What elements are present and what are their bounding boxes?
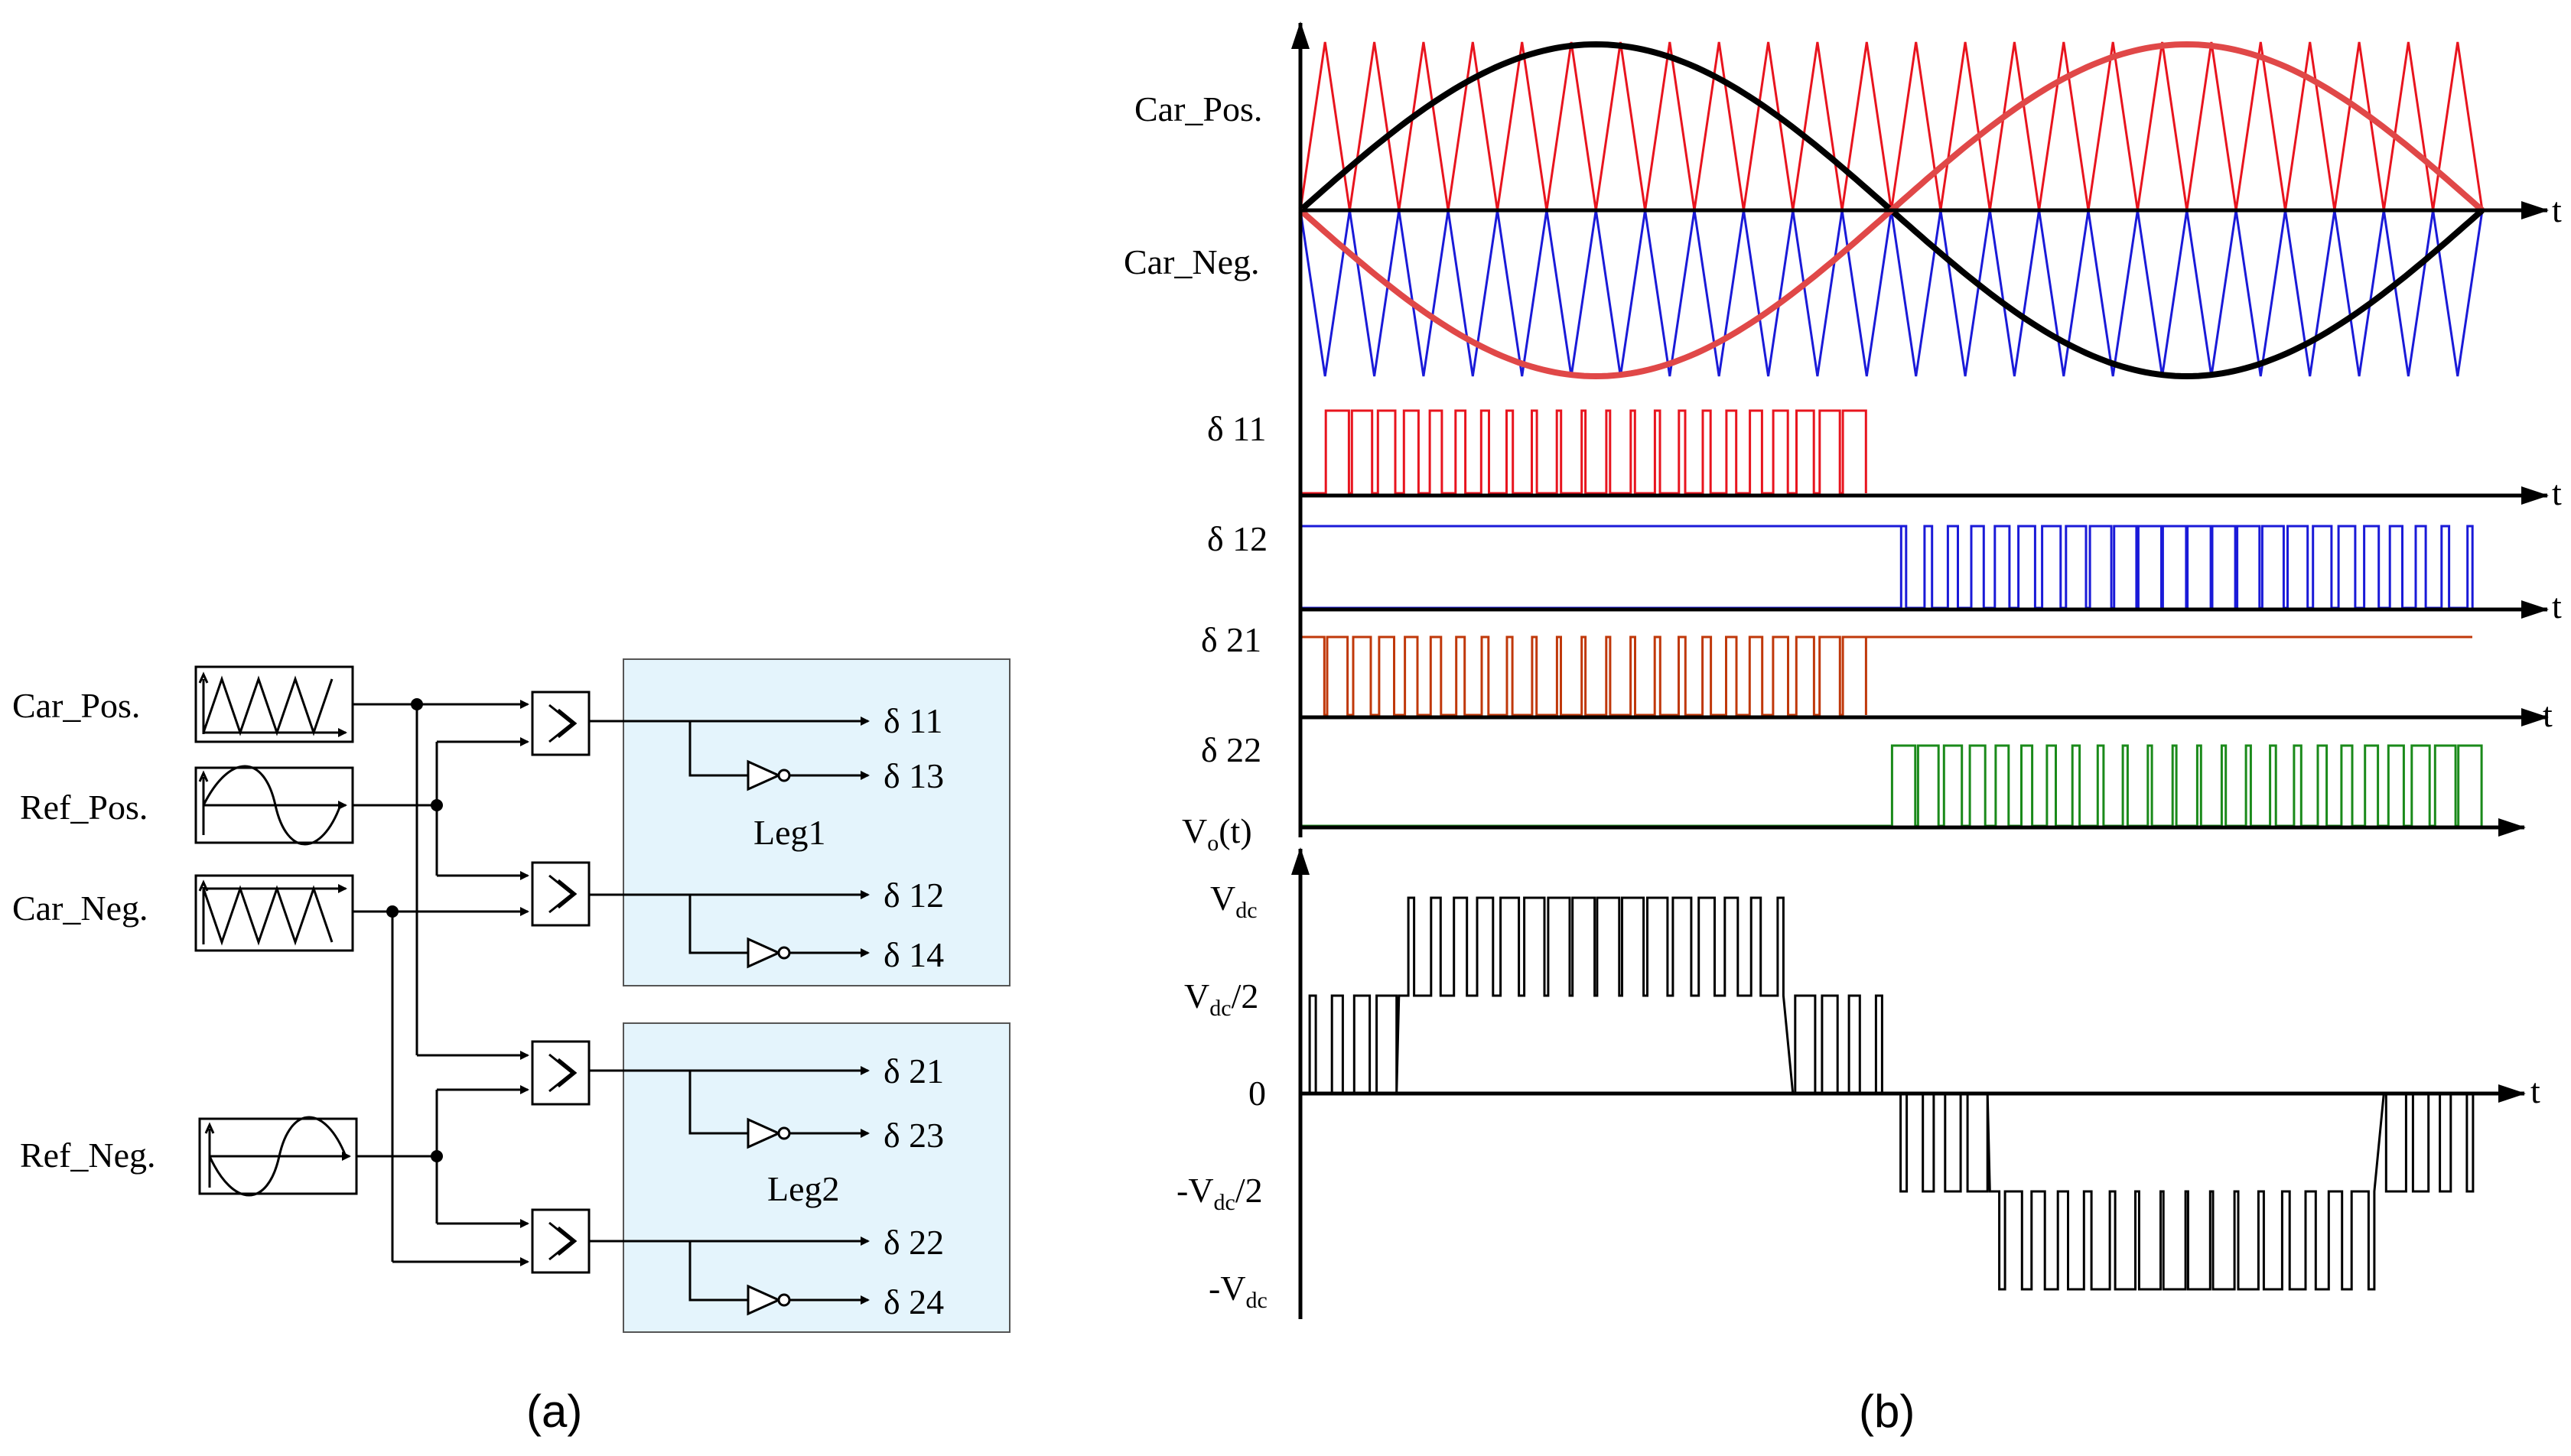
waveform-axes [1291, 21, 2549, 1319]
label-car-pos: Car_Pos. [1134, 89, 1262, 128]
d12-line [1300, 525, 2474, 609]
input-label-car-pos: Car_Pos. [12, 686, 140, 725]
label-d21: δ 21 [1201, 620, 1261, 659]
d11-pulse-train [1300, 409, 1867, 495]
t-label-d11: t [2552, 473, 2562, 512]
leg2-outputs [589, 1066, 870, 1316]
car-pos-source-block [194, 665, 354, 743]
input-label-ref-pos: Ref_Pos. [20, 788, 148, 827]
t-label-d21: t [2543, 695, 2553, 734]
output-label-d13: δ 13 [884, 756, 944, 795]
comparator-2 [531, 861, 591, 927]
input-label-car-neg: Car_Neg. [12, 889, 148, 928]
d22-pulse-train [1300, 744, 2483, 827]
level-vdc-half: Vdc/2 [1184, 977, 1258, 1021]
output-label-d24: δ 24 [884, 1282, 944, 1321]
leg1-box [623, 658, 1011, 986]
signal-wiring [353, 698, 529, 1266]
input-label-ref-neg: Ref_Neg. [20, 1136, 156, 1175]
ref-pos-source-block [194, 765, 354, 846]
output-label-d12: δ 12 [884, 876, 944, 915]
panel-a-block-diagram: Car_Pos. Ref_Pos. Car_Neg. Ref_Neg. [12, 658, 1011, 1437]
caption-a: (a) [526, 1386, 582, 1437]
d12-pulse-train [1300, 525, 2474, 609]
car-neg-line [1299, 210, 2484, 377]
output-label-d14: δ 14 [884, 935, 944, 974]
output-label-d21: δ 21 [884, 1051, 944, 1090]
caption-b: (b) [1859, 1386, 1915, 1437]
leg1-label: Leg1 [753, 813, 826, 852]
label-d11: δ 11 [1207, 409, 1266, 448]
d21-pulse-train [1300, 635, 2472, 717]
car-pos-line [1299, 41, 2484, 211]
label-d22: δ 22 [1201, 730, 1261, 769]
label-d12: δ 12 [1207, 519, 1268, 558]
d11-line [1300, 409, 1867, 495]
car-neg-source-block [194, 874, 354, 952]
level-neg-vdc-half: -Vdc/2 [1176, 1171, 1263, 1215]
comparator-1 [531, 691, 591, 756]
t-label-d12: t [2552, 587, 2562, 626]
comparator-3 [531, 1040, 591, 1106]
leg2-label: Leg2 [767, 1169, 840, 1208]
panel-b-waveforms: t t t t t Car_Pos. Car_Neg. δ 11 δ 12 δ … [1124, 21, 2562, 1437]
output-label-d23: δ 23 [884, 1116, 944, 1155]
t-label-carrier: t [2552, 190, 2562, 229]
output-label-d11: δ 11 [884, 701, 942, 740]
comparator-4 [531, 1208, 591, 1274]
ref-neg-source-block [198, 1116, 358, 1197]
level-neg-vdc: -Vdc [1209, 1269, 1268, 1313]
label-car-neg: Car_Neg. [1124, 242, 1260, 281]
car-neg-triangle-wave [1299, 210, 2484, 377]
label-vo: Vo(t) [1182, 811, 1252, 856]
leg1-outputs [589, 717, 870, 969]
d21-line [1300, 635, 1867, 717]
level-zero: 0 [1248, 1074, 1266, 1113]
leg2-box [623, 1022, 1011, 1333]
car-pos-triangle-wave [1299, 41, 2484, 211]
d22-line [1300, 744, 2483, 827]
t-label-vo: t [2530, 1071, 2540, 1110]
level-vdc: Vdc [1210, 879, 1258, 923]
output-label-d22: δ 22 [884, 1223, 944, 1262]
